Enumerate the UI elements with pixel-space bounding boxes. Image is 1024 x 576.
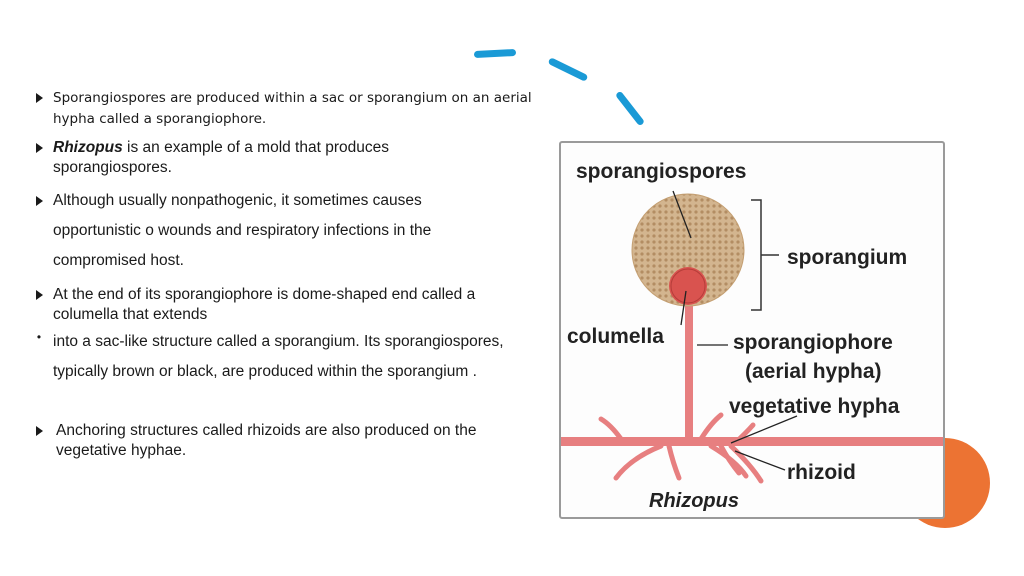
accent-dash-3 [614, 90, 646, 127]
bullet-text-rest: is an example of a mold that produces sp… [53, 139, 389, 176]
arrow-bullet-icon [32, 421, 46, 442]
arrow-bullet-icon [32, 285, 46, 306]
bullet-text: At the end of its sporangiophore is dome… [53, 286, 476, 323]
arrow-bullet-icon [32, 88, 46, 109]
label-columella: columella [567, 325, 664, 348]
label-sporangium: sporangium [787, 246, 907, 269]
dot-bullet-icon: • [36, 330, 42, 344]
rhizopus-diagram: sporangiospores sporangium columella spo… [559, 141, 945, 519]
bullet-text: Sporangiospores are produced within a sa… [53, 90, 532, 127]
label-sporangiospores: sporangiospores [576, 160, 746, 183]
label-sporangiophore: sporangiophore [733, 331, 893, 354]
figure-caption: Rhizopus [649, 490, 739, 512]
arrow-bullet-icon [32, 138, 46, 159]
arrow-bullet-icon [32, 191, 46, 212]
sporangium-shape [631, 193, 745, 307]
bullet-text: into a sac-like structure called a spora… [53, 333, 504, 380]
label-aerial-hypha: (aerial hypha) [745, 360, 882, 383]
bullet-text: Rhizopus is an example of a mold that pr… [53, 138, 433, 178]
sporangiophore-shape [685, 293, 693, 441]
vegetative-hypha-shape [561, 437, 943, 446]
rhizopus-emphasis: Rhizopus [53, 139, 123, 156]
bullet-text: Anchoring structures called rhizoids are… [56, 422, 477, 459]
label-rhizoid: rhizoid [787, 461, 856, 484]
rhizopus-svg: sporangiospores sporangium columella spo… [561, 160, 943, 512]
bullet-text: Although usually nonpathogenic, it somet… [53, 192, 432, 269]
accent-dash-1 [473, 48, 517, 59]
columella-shape [669, 267, 707, 305]
accent-dash-2 [547, 57, 589, 82]
sporangium-bracket [751, 199, 779, 311]
label-vegetative-hypha: vegetative hypha [729, 395, 900, 418]
rhizoids-shape [598, 412, 764, 484]
